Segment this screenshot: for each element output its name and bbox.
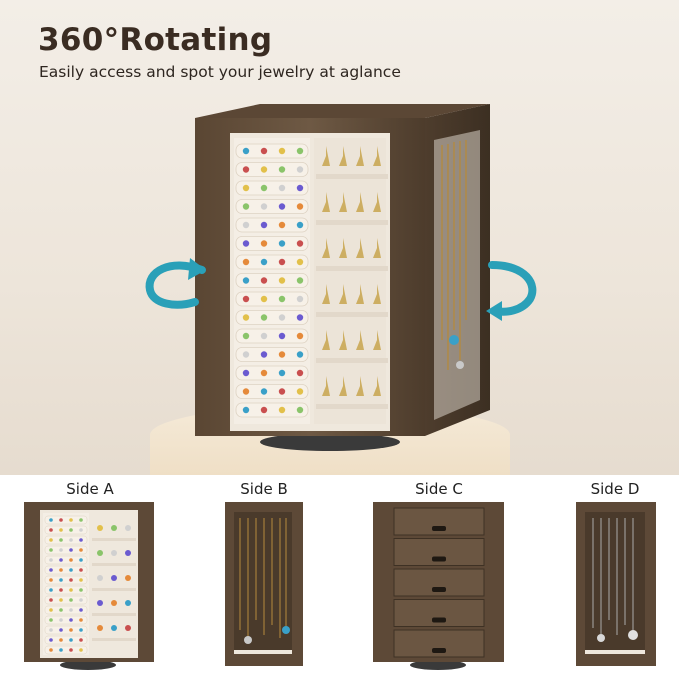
side-c-thumbnail bbox=[373, 502, 504, 670]
rotate-right-arrow-icon bbox=[486, 261, 537, 321]
side-b-label: Side B bbox=[240, 480, 288, 498]
rotate-left-arrow-icon bbox=[145, 258, 206, 309]
side-d-label: Side D bbox=[590, 480, 640, 498]
ring-rolls bbox=[235, 143, 388, 418]
page-subtitle: Easily access and spot your jewelry at a… bbox=[39, 63, 401, 81]
side-d-thumbnail bbox=[576, 502, 656, 666]
page-title: 360°Rotating bbox=[38, 22, 273, 58]
side-a-thumbnail bbox=[24, 502, 154, 670]
side-a-label: Side A bbox=[66, 480, 114, 498]
side-c-label: Side C bbox=[415, 480, 463, 498]
side-b-thumbnail bbox=[225, 502, 303, 666]
